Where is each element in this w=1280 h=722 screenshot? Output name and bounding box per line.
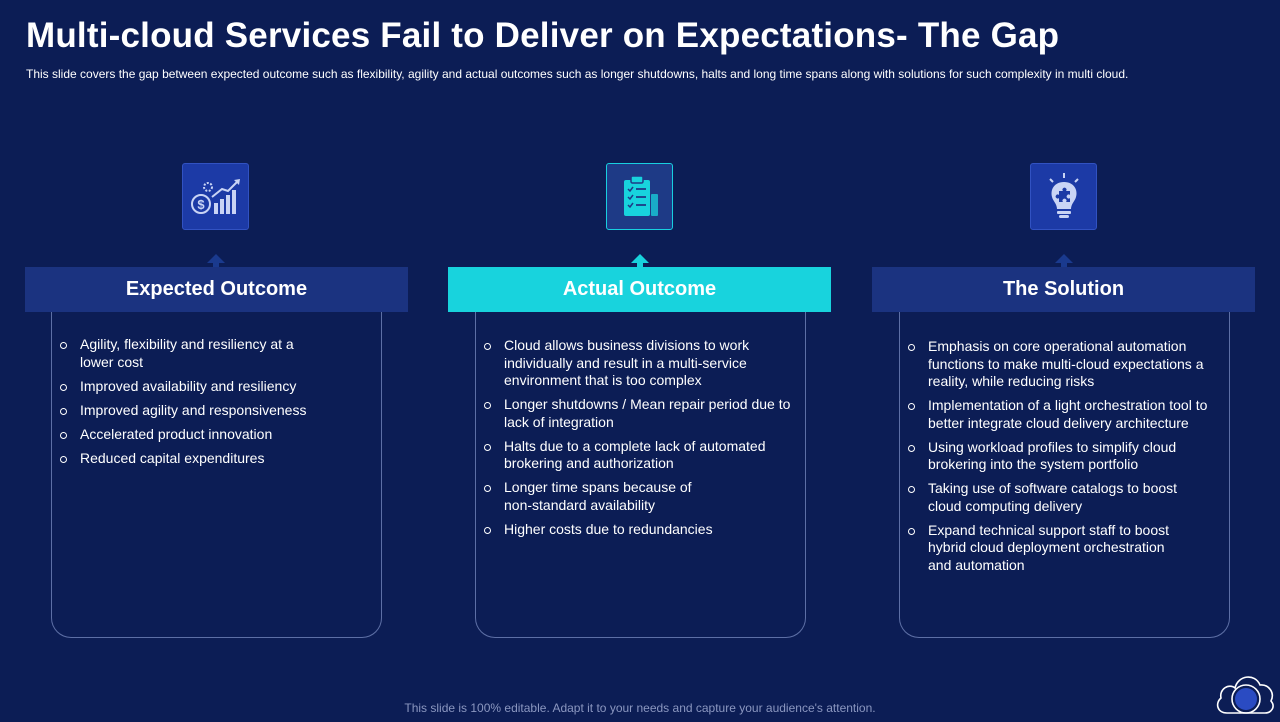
slide-subtitle: This slide covers the gap between expect… [26,67,1129,81]
list-item: Expand technical support staff to boost … [906,522,1224,575]
lightbulb-puzzle-icon [1030,163,1097,230]
list-item: Emphasis on core operational automation … [906,338,1224,391]
connector-stem [213,262,219,268]
list-item: Accelerated product innovation [58,426,358,444]
list-item: Taking use of software catalogs to boost… [906,480,1224,515]
actual-outcome-card [475,311,806,638]
list-item: Agility, flexibility and resiliency at a… [58,336,358,371]
list-item: Cloud allows business divisions to work … [482,337,792,390]
solution-card [899,311,1230,638]
list-item: Using workload profiles to simplify clou… [906,439,1224,474]
expected-outcome-header: Expected Outcome [25,267,408,312]
list-item: Reduced capital expenditures [58,450,358,468]
solution-list: Emphasis on core operational automation … [906,338,1224,581]
actual-outcome-list: Cloud allows business divisions to work … [482,337,792,545]
footer-note: This slide is 100% editable. Adapt it to… [404,701,876,715]
connector-arrow [631,254,649,263]
clipboard-checklist-icon [606,163,673,230]
list-item: Longer time spans because of non-standar… [482,479,792,514]
expected-outcome-list: Agility, flexibility and resiliency at a… [58,336,358,474]
connector-arrow [1055,254,1073,263]
list-item: Improved agility and responsiveness [58,402,358,420]
list-item: Halts due to a complete lack of automate… [482,438,792,473]
money-growth-chart-icon: $ [182,163,249,230]
cloud-logo-icon [1213,663,1277,717]
list-item: Higher costs due to redundancies [482,521,792,539]
expected-outcome-card [51,311,382,638]
solution-header: The Solution [872,267,1255,312]
slide-title: Multi-cloud Services Fail to Deliver on … [26,16,1060,55]
actual-outcome-header: Actual Outcome [448,267,831,312]
svg-text:$: $ [197,197,205,212]
list-item: Implementation of a light orchestration … [906,397,1224,432]
connector-stem [1061,262,1067,268]
list-item: Improved availability and resiliency [58,378,358,396]
list-item: Longer shutdowns / Mean repair period du… [482,396,792,431]
connector-stem [637,262,643,268]
connector-arrow [207,254,225,263]
